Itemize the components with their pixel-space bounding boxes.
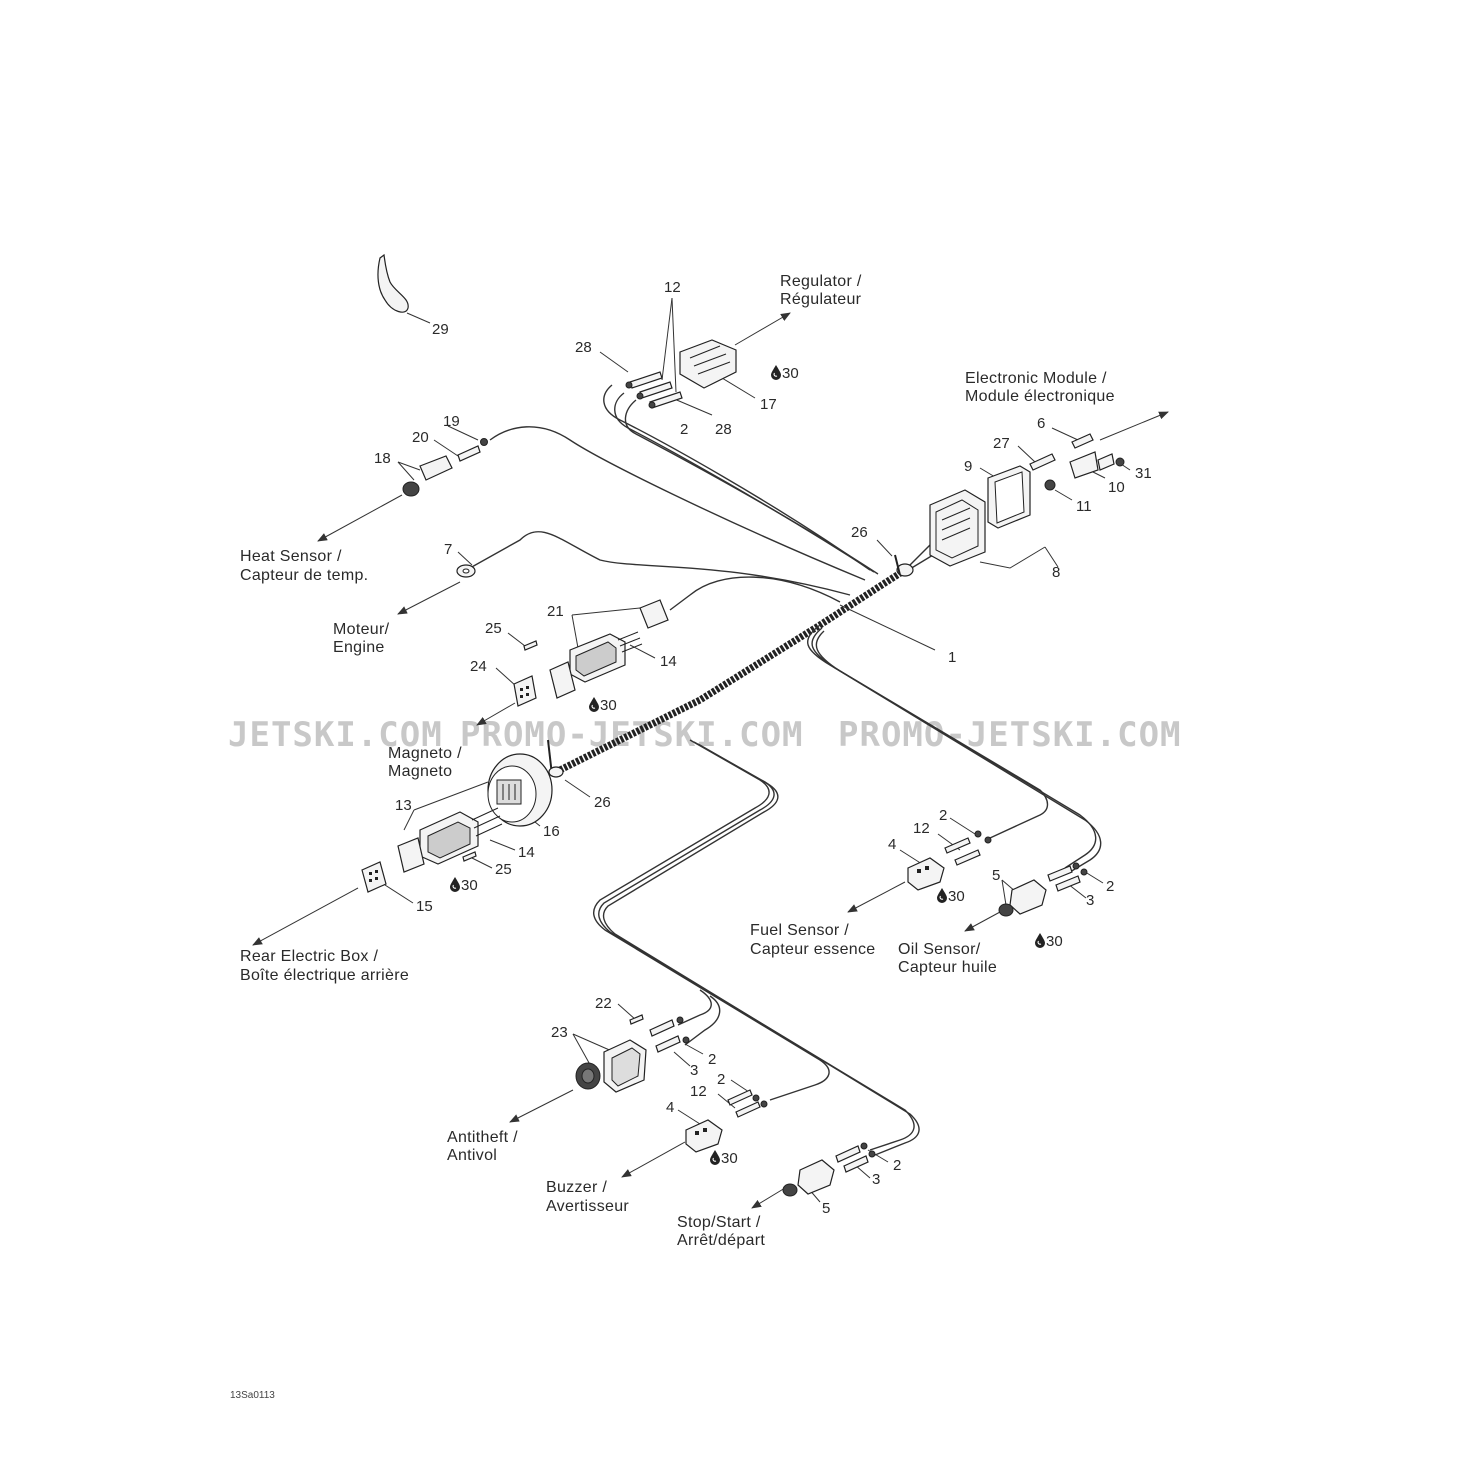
cable-tie-part — [377, 253, 409, 313]
callout-number: 3 — [1086, 892, 1094, 909]
callout-number: 30 — [948, 888, 965, 905]
rear-electric-box-label: Rear Electric Box /Boîte électrique arri… — [240, 948, 409, 984]
callout-number: 7 — [444, 541, 452, 558]
callout-number: 14 — [660, 653, 677, 670]
sealant-drop-icon — [709, 1149, 721, 1166]
callout-number: 2 — [939, 807, 947, 824]
buzzer-label: Buzzer /Avertisseur — [546, 1179, 629, 1215]
sealant-drop-icon — [449, 876, 461, 893]
drawing-code: 13Sa0113 — [230, 1390, 275, 1401]
regulator-pins-part — [625, 371, 683, 409]
callout-number: 16 — [543, 823, 560, 840]
callout-number: 8 — [1052, 564, 1060, 581]
callout-number: 12 — [913, 820, 930, 837]
stop-start-connector-part — [782, 1142, 876, 1197]
leader-lines — [252, 297, 1169, 1209]
callout-number: 12 — [664, 279, 681, 296]
callout-number: 14 — [518, 844, 535, 861]
callout-number: 30 — [1046, 933, 1063, 950]
callout-number: 30 — [721, 1150, 738, 1167]
magneto-connector-part — [361, 739, 564, 893]
callout-number: 25 — [485, 620, 502, 637]
module-terminals-part — [1029, 433, 1125, 491]
callout-number: 26 — [851, 524, 868, 541]
heat-sensor-connector-part — [402, 438, 488, 497]
callout-number: 21 — [547, 603, 564, 620]
wires — [469, 384, 1102, 1156]
engine-label: Moteur/Engine — [333, 621, 390, 656]
sealant-drop-icon — [770, 364, 782, 381]
callout-number: 19 — [443, 413, 460, 430]
main-harness — [558, 567, 907, 774]
callout-number: 4 — [666, 1099, 674, 1116]
watermark-text: PROMO-JETSKI.COM — [460, 715, 804, 755]
callout-number: 4 — [888, 836, 896, 853]
callout-number: 2 — [1106, 878, 1114, 895]
heat-sensor-label: Heat Sensor /Capteur de temp. — [240, 548, 368, 584]
oil-sensor-connector-part — [998, 862, 1088, 917]
watermark-text: PROMO-JETSKI.COM — [838, 715, 1182, 755]
callout-number: 17 — [760, 396, 777, 413]
callout-number: 2 — [708, 1051, 716, 1068]
callout-number: 5 — [822, 1200, 830, 1217]
callout-number: 24 — [470, 658, 487, 675]
callout-number: 30 — [600, 697, 617, 714]
oil-sensor-label: Oil Sensor/Capteur huile — [898, 941, 997, 976]
callout-number: 1 — [948, 649, 956, 666]
harness-clamp-part — [894, 554, 914, 577]
callout-number: 6 — [1037, 415, 1045, 432]
sealant-drop-icon — [936, 887, 948, 904]
fuel-sensor-connector-part — [907, 830, 992, 891]
callout-number: 18 — [374, 450, 391, 467]
callout-number: 2 — [680, 421, 688, 438]
electronic-module-label: Electronic Module /Module électronique — [965, 370, 1115, 405]
callout-numbers: 29 12 28 28 2 17 30 19 20 18 6 27 9 10 3… — [374, 279, 1152, 1217]
callout-number: 23 — [551, 1024, 568, 1041]
callout-number: 12 — [690, 1083, 707, 1100]
module-connector-part — [929, 465, 1031, 567]
callout-number: 5 — [992, 867, 1000, 884]
callout-number: 25 — [495, 861, 512, 878]
sealant-drop-icon — [588, 696, 600, 713]
callout-number: 30 — [782, 365, 799, 382]
destination-labels: Regulator /Régulateur Electronic Module … — [240, 273, 1115, 1249]
callout-number: 13 — [395, 797, 412, 814]
sealant-drop-icon — [1034, 932, 1046, 949]
callout-number: 2 — [893, 1157, 901, 1174]
callout-number: 22 — [595, 995, 612, 1012]
callout-number: 29 — [432, 321, 449, 338]
parts — [361, 253, 1125, 1197]
antitheft-label: Antitheft /Antivol — [447, 1129, 518, 1164]
magneto-label: Magneto /Magneto — [388, 745, 462, 780]
callout-number: 9 — [964, 458, 972, 475]
watermark-text: JETSKI.COM — [228, 715, 443, 755]
callout-number: 27 — [993, 435, 1010, 452]
stop-start-label: Stop/Start /Arrêt/départ — [677, 1214, 765, 1249]
ring-terminal-part — [456, 564, 476, 578]
callout-number: 28 — [715, 421, 732, 438]
callout-number: 3 — [690, 1062, 698, 1079]
callout-number: 2 — [717, 1071, 725, 1088]
callout-number: 3 — [872, 1171, 880, 1188]
callout-number: 26 — [594, 794, 611, 811]
callout-number: 20 — [412, 429, 429, 446]
callout-number: 28 — [575, 339, 592, 356]
regulator-connector-part — [679, 339, 737, 389]
fuel-sensor-label: Fuel Sensor /Capteur essence — [750, 922, 875, 958]
callout-number: 15 — [416, 898, 433, 915]
callout-number: 31 — [1135, 465, 1152, 482]
antitheft-connector-part — [575, 1014, 690, 1093]
buzzer-connector-part — [685, 1089, 768, 1153]
callout-number: 30 — [461, 877, 478, 894]
regulator-label: Regulator /Régulateur — [780, 273, 862, 308]
callout-number: 11 — [1076, 498, 1092, 515]
callout-number: 10 — [1108, 479, 1125, 496]
connector-group-21-part — [513, 599, 669, 707]
